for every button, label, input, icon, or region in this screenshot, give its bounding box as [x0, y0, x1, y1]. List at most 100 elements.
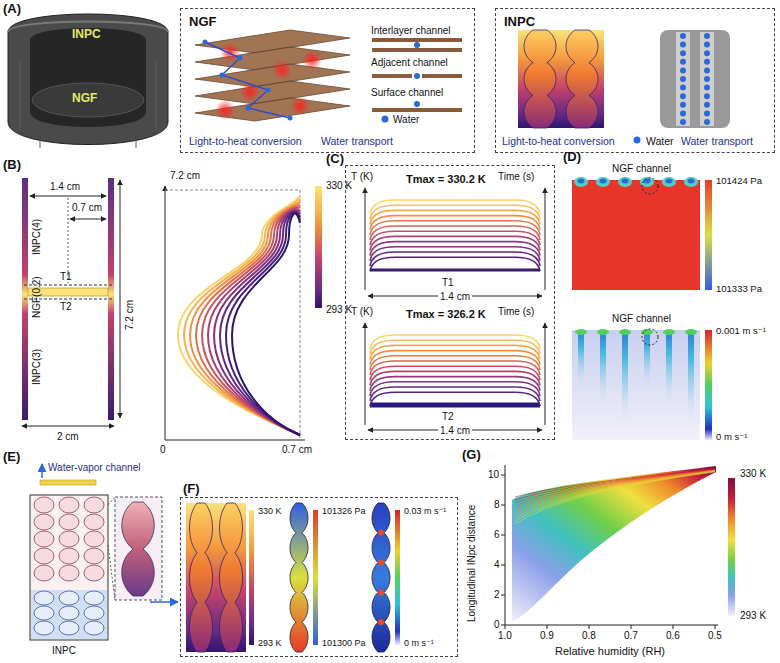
pore-shape [524, 30, 556, 128]
panel-letter: (E) [3, 450, 20, 465]
panel-letter: (C) [326, 152, 344, 167]
temperature-curve [370, 335, 540, 349]
dimension: 2 cm [57, 431, 79, 443]
panel-heading: NGF [189, 15, 216, 30]
temperature-curve [370, 210, 540, 224]
water-dot [680, 85, 686, 91]
temperature-curve [370, 340, 540, 354]
humidity-line [515, 471, 715, 515]
probe-label: T1 [442, 277, 454, 289]
pore-cell [84, 514, 104, 530]
temperature-curve [370, 377, 540, 391]
channel-mark [685, 329, 697, 335]
axis-tick-label: 0.5 [708, 630, 722, 642]
heat-spot [290, 96, 310, 116]
axis-tick [505, 625, 506, 629]
function-label: Light-to-heat conversion [502, 135, 615, 147]
axis-tick-label: 4 [494, 559, 500, 571]
velocity-streak [578, 330, 584, 390]
water-dot [704, 119, 710, 125]
temperature-curve [370, 221, 540, 235]
axis-tick [501, 475, 505, 476]
axis-tick-label: 1.0 [498, 630, 512, 642]
panel-box: INPCLight-to-heat conversionWaterWater t… [495, 8, 775, 153]
colorbar-label: 0.001 m s⁻¹ [716, 326, 766, 337]
axis-tick [673, 625, 674, 629]
simulation-map [572, 180, 712, 440]
temperature-curve [370, 242, 540, 256]
colorbar-label: 293 K [326, 304, 352, 316]
pore-cell [34, 497, 54, 513]
channel-mark [662, 177, 676, 187]
pore-cell [59, 621, 79, 635]
axis-tick-label: 0.7 [624, 630, 638, 642]
layer-label: INPC(3) [31, 349, 43, 385]
graphene-layer [195, 98, 350, 121]
panel-heading: INPC [504, 15, 535, 30]
water-dot [680, 76, 686, 82]
axis-label: Longitudinal INpc distance [466, 505, 478, 622]
channel-label: Interlayer channel [371, 25, 451, 37]
axis-tick [501, 595, 505, 596]
dimension: 7.2 cm [124, 300, 136, 330]
water-dot [680, 110, 686, 116]
colorbar-label: 293 K [740, 610, 766, 622]
dimension: 1.4 cm [438, 425, 472, 437]
axis-tick-label: 0.7 cm [282, 444, 312, 456]
heat-spot [272, 60, 292, 80]
humidity-plot [505, 465, 735, 625]
water-channel-sketch [634, 30, 731, 144]
temperature-curve [370, 392, 540, 406]
channel-mark [688, 179, 695, 184]
callout-label: NGF channel [612, 313, 671, 325]
temperature-curve [370, 226, 540, 240]
velocity-spot [378, 589, 384, 595]
pore-cell [59, 548, 79, 564]
temperature-curve [370, 356, 540, 370]
temperature-curve [370, 252, 540, 266]
channel-mark [618, 177, 632, 187]
callout-circle [642, 329, 658, 345]
axis-tick [501, 565, 505, 566]
water-dot [704, 50, 710, 56]
pore-cell [59, 497, 79, 513]
heat-spot [215, 100, 235, 120]
dimension: 1.4 cm [50, 181, 80, 193]
temperature-curve [370, 361, 540, 375]
pore-cell [34, 621, 54, 635]
velocity-spot [378, 560, 384, 566]
temperature-curve [232, 214, 300, 435]
channel-label: Surface channel [371, 87, 443, 99]
axis-label: Relative humidity (RH) [555, 645, 665, 658]
heat-spot [220, 42, 240, 62]
axis-tick [501, 535, 505, 536]
axis-tick-label: 10 [488, 469, 499, 481]
channel-mark [578, 179, 585, 184]
velocity-streak [688, 330, 694, 426]
water-dot [680, 119, 686, 125]
velocity-spot [378, 530, 384, 536]
axis-label: Time (s) [498, 171, 534, 183]
channel-sketch [372, 40, 462, 123]
pore-cell [59, 565, 79, 581]
pore-cell [84, 531, 104, 547]
pore-shape [566, 30, 598, 128]
water-dot [238, 56, 243, 61]
channel-mark [663, 329, 675, 335]
layer-label: NGF(0.2) [31, 276, 43, 318]
water-dot [266, 88, 271, 93]
axis-tick-label: 0 [494, 619, 500, 631]
probe-label: T1 [60, 271, 72, 283]
water-dot [680, 42, 686, 48]
water-dot [704, 110, 710, 116]
colorbar-label: 330 K [258, 506, 282, 516]
axis-label: T (K) [351, 171, 373, 183]
humidity-line [515, 471, 715, 513]
pore-cell [34, 606, 54, 620]
function-label: Water transport [681, 135, 753, 147]
water-dot [704, 59, 710, 65]
velocity-streak [644, 330, 650, 390]
water-path [205, 42, 290, 118]
water-dot [246, 106, 251, 111]
max-value: Tmax = 330.2 K [406, 173, 486, 186]
